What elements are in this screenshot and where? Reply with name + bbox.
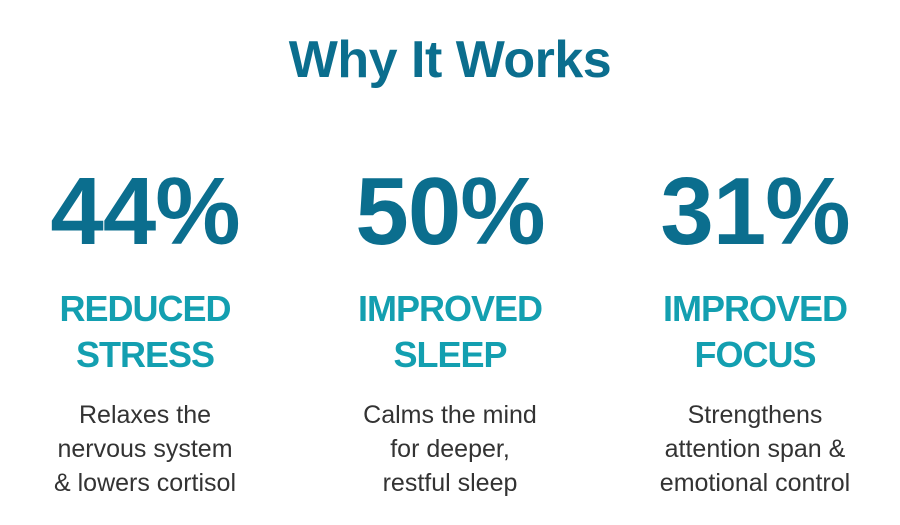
stat-value: 31%	[660, 158, 850, 265]
stat-value: 44%	[50, 158, 240, 265]
stat-improved-sleep: 50% IMPROVED SLEEP Calms the mind for de…	[305, 160, 595, 500]
page-title: Why It Works	[288, 31, 612, 89]
stat-label: REDUCED STRESS	[59, 288, 231, 375]
stat-description: Relaxes the nervous system & lowers cort…	[54, 401, 236, 497]
stat-label: IMPROVED FOCUS	[662, 288, 848, 375]
stat-label: IMPROVED SLEEP	[357, 288, 543, 375]
stat-description: Strengthens attention span & emotional c…	[659, 401, 851, 497]
stat-improved-focus: 31% IMPROVED FOCUS Strengthens attention…	[610, 160, 900, 500]
stats-row: 44% REDUCED STRESS Relaxes the nervous s…	[0, 160, 900, 525]
stat-value: 50%	[355, 158, 545, 265]
stat-reduced-stress: 44% REDUCED STRESS Relaxes the nervous s…	[0, 160, 290, 500]
stat-description: Calms the mind for deeper, restful sleep	[363, 401, 537, 497]
